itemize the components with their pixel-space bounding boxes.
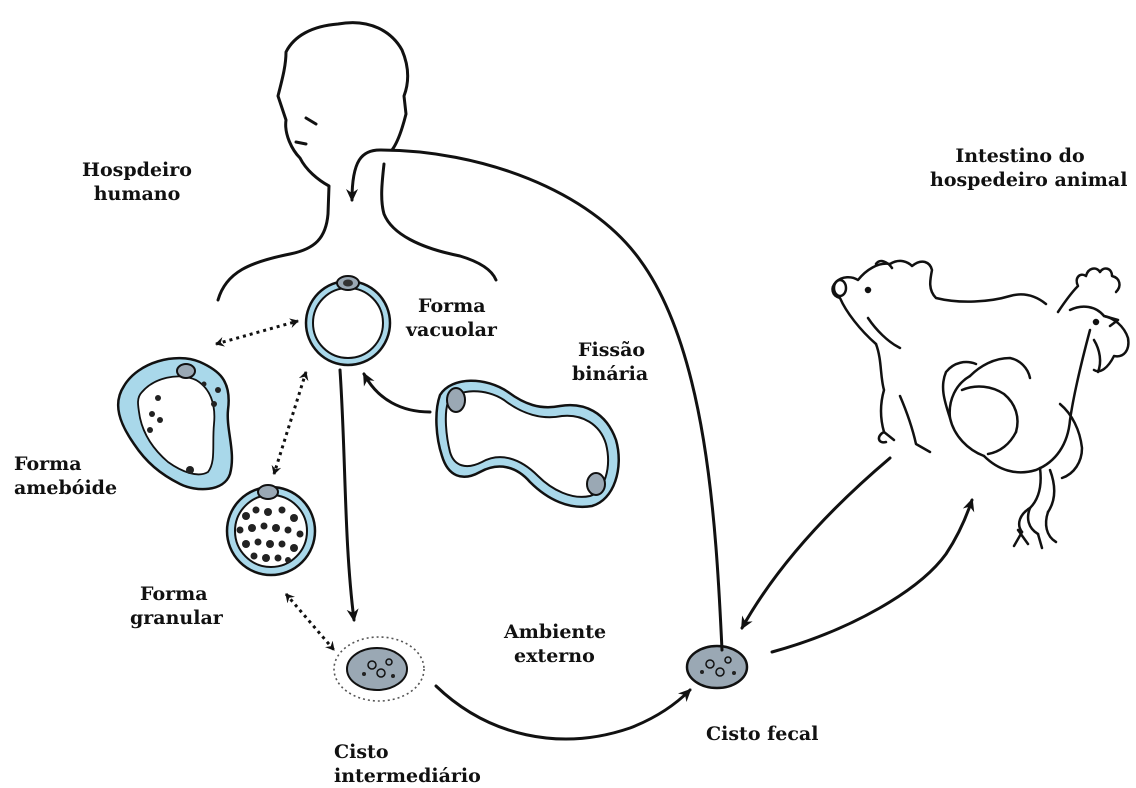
intermediate-cyst — [334, 637, 424, 701]
ameboid-form-cell — [118, 358, 232, 489]
pig-to-fecal-arrow — [742, 458, 890, 628]
cyst-to-fecal-arrow — [436, 686, 690, 739]
animal-host-intestine-label: Intestino do hospedeiro animal — [930, 144, 1110, 192]
fecal-to-rooster-arrow — [772, 500, 972, 652]
return-to-human-arrow — [352, 150, 722, 650]
binary-fission-cell — [436, 381, 618, 507]
pig-drawing-icon — [833, 261, 1046, 452]
cycle-arrows — [340, 150, 972, 739]
vacuolar-granular-dotted-arrow — [274, 372, 306, 474]
granular-cyst-dotted-arrow — [286, 594, 334, 650]
vacuolar-to-cyst-arrow — [340, 370, 354, 620]
vacuolar-form-cell — [306, 276, 390, 365]
ameboid-form-label: Forma amebóide — [14, 452, 117, 500]
external-environment-label: Ambiente externo — [504, 620, 606, 668]
ameboid-vacuolar-dotted-arrow — [216, 321, 298, 344]
vacuolar-form-label: Forma vacuolar — [406, 294, 497, 342]
granular-form-cell — [227, 485, 315, 575]
human-host-label: Hospdeiro humano — [72, 158, 202, 206]
fission-to-vacuolar-arrow — [364, 374, 430, 412]
interconversion-arrows — [216, 321, 334, 650]
intermediate-cyst-label: Cisto intermediário — [334, 740, 481, 788]
binary-fission-label: Fissão binária — [572, 338, 648, 386]
granular-form-label: Forma granular — [130, 582, 223, 630]
fecal-cyst — [687, 646, 747, 688]
fecal-cyst-label: Cisto fecal — [706, 722, 818, 746]
